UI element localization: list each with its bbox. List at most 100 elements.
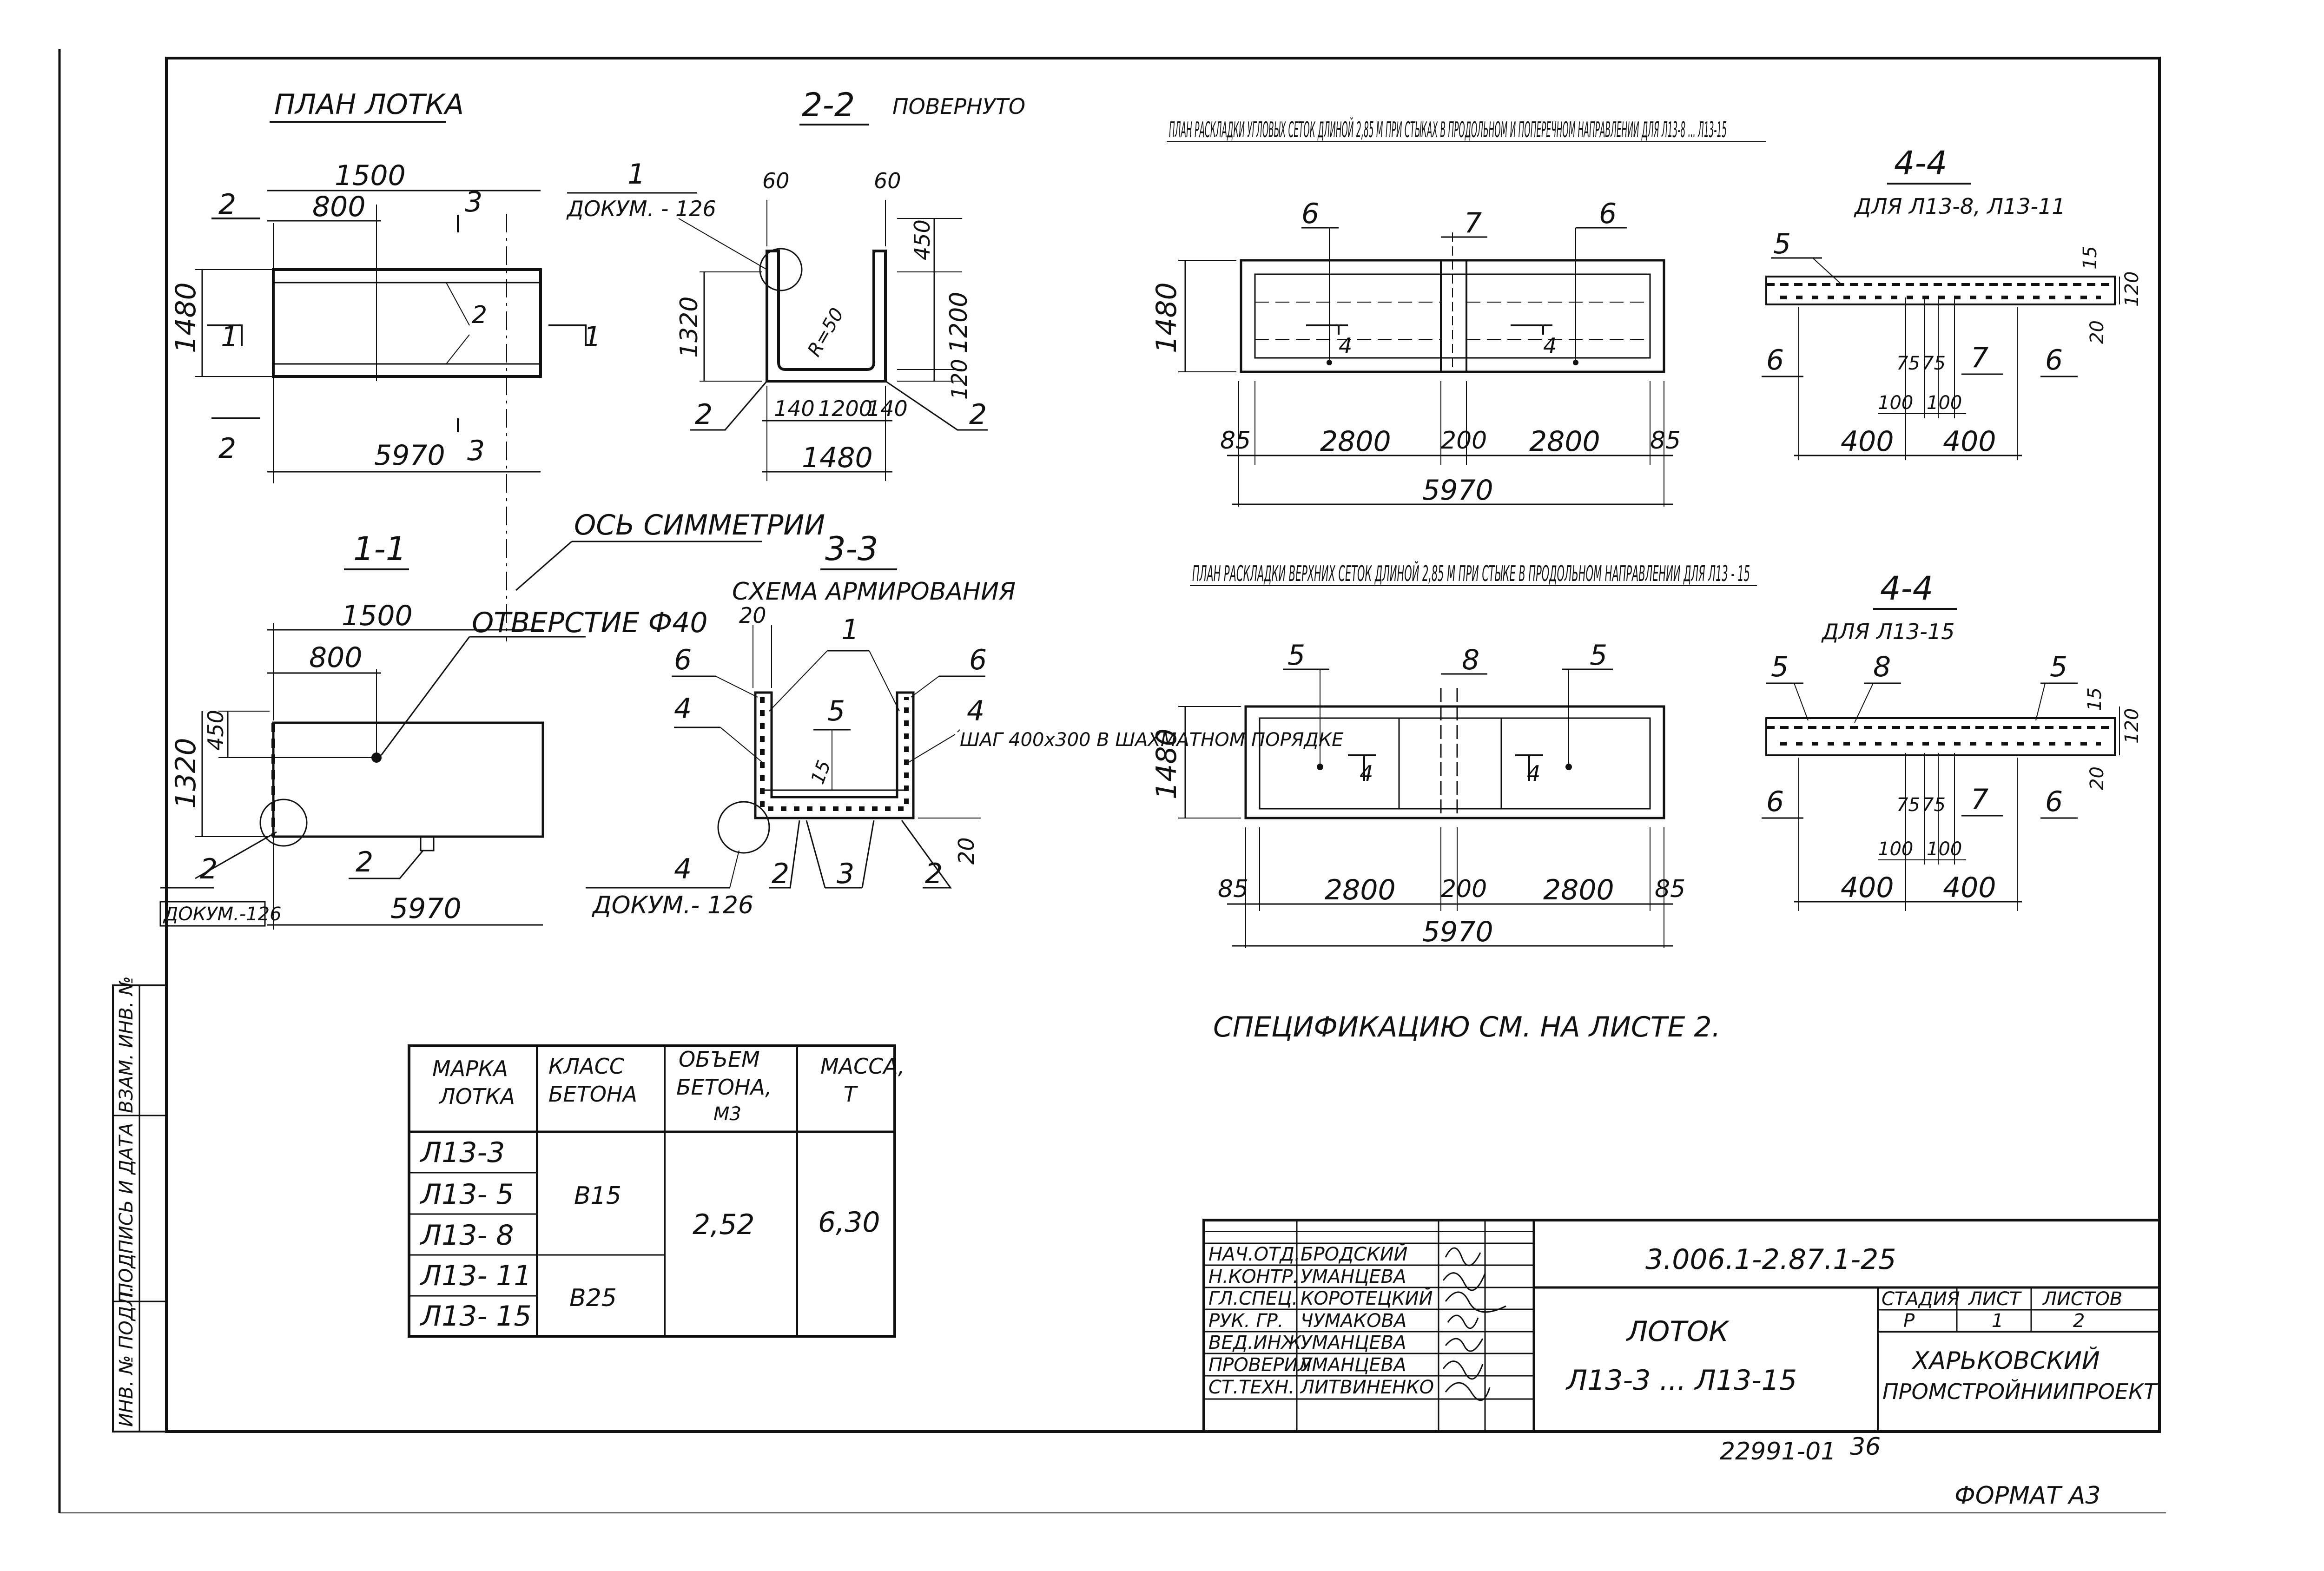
section44a-label-75-b: 75 [1922, 353, 1946, 374]
section33-label-6-left: 6 [674, 644, 692, 676]
title-block: НАЧ.ОТД. Н.КОНТР. ГЛ.СПЕЦ. РУК. ГР. ВЕД.… [1202, 1219, 2161, 1433]
spec-mark-row-3: Л13- 8 [420, 1219, 514, 1252]
section44a-label-75-a: 75 [1896, 353, 1920, 374]
stamp-role-3: ГЛ.СПЕЦ. [1208, 1288, 1298, 1309]
plan-mark-1-right: 1 [583, 321, 601, 353]
section44a-label-6-right: 6 [2045, 344, 2063, 376]
layout-top-mark-8: 8 [1462, 644, 1479, 676]
layout-top-section-4-right: 4 [1527, 761, 1540, 786]
section33-label-4-bottom: 4 [674, 853, 692, 885]
layout-corner-section-4-right: 4 [1543, 333, 1557, 358]
section44a-subtitle: ДЛЯ Л13-8, Л13-11 [1854, 194, 2066, 219]
plan-view: ПЛАН ЛОТКА 1500 800 5970 1480 2 2 3 3 1 … [170, 88, 601, 641]
sheet-frame [58, 49, 2166, 1513]
section33-title: 3-3 [825, 530, 878, 568]
stamp-role-7: СТ.ТЕХН. [1208, 1377, 1294, 1398]
plan-mark-2-bottom: 2 [218, 432, 236, 465]
section44a-label-20: 20 [2086, 320, 2108, 344]
section44b-label-6-left: 6 [1766, 786, 1784, 818]
section33-label-4-left: 4 [674, 693, 692, 725]
side-stamp-inv-replace: ВЗАМ. ИНВ. № [116, 976, 137, 1113]
stamp-col-sheets: ЛИСТОВ [2042, 1288, 2122, 1310]
section44a-label-120: 120 [2121, 271, 2143, 307]
section22-dim-radius: R=50 [804, 304, 848, 360]
section33-label-1: 1 [841, 614, 859, 646]
stamp-name-4: ЧУМАКОВА [1301, 1310, 1406, 1332]
footer-page-number: 36 [1850, 1433, 1881, 1461]
plan-pos-2: 2 [472, 301, 487, 329]
stamp-role-1: НАЧ.ОТД. [1208, 1244, 1300, 1265]
section-3-3: 3-3 СХЕМА АРМИРОВАНИЯ 20 1 6 6 4 5 15 4 … [586, 530, 1344, 919]
stamp-sheet: 1 [1992, 1310, 2003, 1332]
section22-dim-wall-left: 60 [762, 168, 790, 193]
layout-corner-mark-7: 7 [1464, 207, 1482, 239]
section33-label-2-b: 2 [925, 858, 943, 890]
section44b-title: 4-4 [1880, 569, 1933, 607]
symmetry-axis-label: ОСЬ СИММЕТРИИ [574, 509, 825, 541]
stamp-name-7: ЛИТВИНЕНКО [1300, 1377, 1434, 1398]
stamp-name-6: УМАНЦЕВА [1301, 1354, 1406, 1376]
section33-label-3: 3 [837, 858, 854, 890]
footer-format: ФОРМАТ А3 [1954, 1482, 2100, 1510]
layout-top-dim-span-right: 2800 [1543, 874, 1614, 906]
stamp-product: ЛОТОК [1626, 1315, 1730, 1348]
stamp-doc-code: 3.006.1-2.87.1-25 [1645, 1243, 1896, 1276]
section22-dim-wall-right: 60 [874, 168, 901, 193]
section11-dim-h1: 450 [203, 710, 228, 751]
section22-dim-top: 450 [910, 219, 935, 260]
spec-header-volume-1: ОБЪЕМ [679, 1047, 760, 1072]
spec-class-b15: В15 [574, 1182, 621, 1210]
stamp-sheets: 2 [2073, 1310, 2085, 1332]
section44a-label-15: 15 [2080, 246, 2101, 270]
section33-callout-doc: ДОКУМ.- 126 [592, 891, 753, 919]
spec-note: СПЕЦИФИКАЦИЮ СМ. НА ЛИСТЕ 2. [1213, 1011, 1721, 1043]
section44b-label-120: 120 [2121, 708, 2143, 744]
spec-mark-row-4: Л13- 11 [420, 1260, 532, 1292]
layout-top-dim-end-left: 85 [1218, 875, 1248, 903]
plan-dim-half: 1500 [335, 159, 406, 192]
stamp-range: Л13-3 ... Л13-15 [1565, 1364, 1797, 1397]
stamp-role-5: ВЕД.ИНЖ. [1208, 1332, 1307, 1353]
section33-label-20: 20 [739, 603, 766, 628]
stamp-col-stage: СТАДИЯ [1882, 1288, 1960, 1310]
section44b-label-8: 8 [1873, 651, 1891, 683]
plan-title: ПЛАН ЛОТКА [274, 88, 464, 121]
layout-top-mark-5-left: 5 [1287, 639, 1305, 672]
section33-label-4-right: 4 [967, 695, 984, 727]
section22-callout-num: 1 [627, 158, 645, 191]
stamp-org-2: ПРОМСТРОЙНИИПРОЕКТ [1882, 1379, 2159, 1404]
stamp-role-2: Н.КОНТР. [1208, 1266, 1299, 1287]
side-stamp-signature-date: ПОДПИСЬ И ДАТА [116, 1123, 137, 1297]
layout-corner-title-1: ПЛАН РАСКЛАДКИ УГЛОВЫХ СЕТОК ДЛИНОЙ 2,85… [1169, 117, 1727, 142]
section-2-2: 2-2 ПОВЕРНУТО 1 ДОКУМ. - 126 60 60 450 1… [566, 86, 1025, 481]
spec-volume: 2,52 [693, 1208, 755, 1241]
plan-mark-2-top: 2 [218, 188, 236, 221]
layout-corner-dim-end-left: 85 [1220, 427, 1251, 455]
section33-subtitle: СХЕМА АРМИРОВАНИЯ [732, 578, 1016, 606]
layout-top-section-4-left: 4 [1360, 761, 1373, 786]
stamp-stage: Р [1903, 1310, 1915, 1332]
section11-title: 1-1 [353, 530, 406, 568]
layout-top-meshes: ПЛАН РАСКЛАДКИ ВЕРХНИХ СЕТОК ДЛИНОЙ 2,85… [1150, 561, 1757, 948]
layout-corner-dim-gap: 200 [1441, 427, 1487, 455]
section22-dim-inner-height: 1200 [945, 292, 973, 353]
section44a-title: 4-4 [1894, 144, 1947, 182]
section-4-4-b: 4-4 ДЛЯ Л13-15 5 8 5 15 120 20 6 6 7 75 … [1762, 569, 2143, 911]
section44b-label-400-a: 400 [1841, 871, 1894, 904]
spec-header-volume-2: БЕТОНА, [676, 1075, 772, 1100]
section11-dim-length: 5970 [390, 892, 462, 925]
layout-corner-dim-total: 5970 [1422, 474, 1493, 507]
layout-corner-mark-6-left: 6 [1301, 198, 1319, 230]
section44a-label-100-a: 100 [1878, 392, 1913, 414]
section11-pos-2: 2 [356, 846, 373, 878]
spec-mark-row-1: Л13-3 [420, 1136, 505, 1169]
stamp-name-5: УМАНЦЕВА [1301, 1332, 1406, 1353]
section33-label-20-b: 20 [954, 837, 979, 865]
layout-corner-dim-width: 1480 [1150, 282, 1183, 353]
layout-top-dim-width: 1480 [1150, 728, 1183, 799]
layout-top-dim-span-left: 2800 [1325, 874, 1396, 906]
spec-header-volume-3: М3 [713, 1103, 741, 1125]
section22-dim-bottom: 120 [947, 359, 972, 400]
section44a-label-400-a: 400 [1841, 425, 1894, 458]
